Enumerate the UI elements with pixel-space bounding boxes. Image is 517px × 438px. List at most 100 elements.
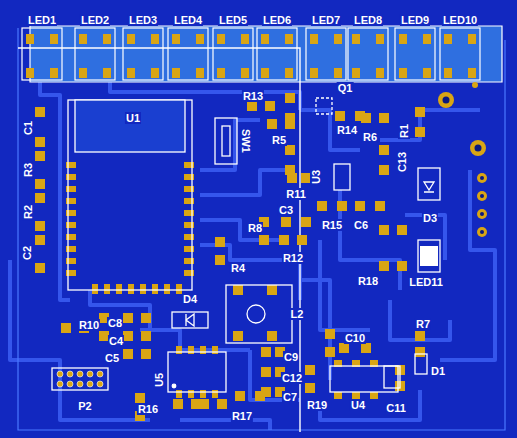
pad: [173, 399, 183, 409]
through-holes: [438, 82, 487, 237]
pad: [196, 68, 204, 78]
pad: [217, 399, 227, 409]
part-label: R17: [231, 410, 253, 422]
pad: [325, 347, 335, 357]
pad: [35, 151, 45, 161]
part-label: R14: [336, 124, 358, 136]
led-outline: [213, 28, 253, 80]
part-label: D3: [422, 212, 438, 224]
part-label: L2: [290, 308, 305, 320]
pad: [361, 113, 371, 123]
pad: [399, 34, 407, 44]
pad: [267, 119, 277, 129]
pad: [375, 201, 385, 211]
led-outline: [306, 28, 346, 80]
pad: [151, 68, 159, 78]
pad: [285, 68, 293, 78]
pad: [116, 284, 122, 294]
pad: [217, 68, 225, 78]
part-label: U5: [153, 372, 165, 388]
pad: [444, 68, 452, 78]
part-label: C12: [281, 372, 303, 384]
pad: [423, 68, 431, 78]
pad: [468, 68, 476, 78]
pad: [334, 68, 342, 78]
part-label: LED9: [400, 14, 430, 26]
pad: [415, 331, 425, 341]
part-label: C6: [353, 219, 369, 231]
silkscreen: [52, 98, 440, 392]
pad: [259, 235, 269, 245]
pad: [352, 68, 360, 78]
pad: [235, 391, 245, 401]
pad: [79, 34, 87, 44]
pad: [379, 113, 389, 123]
part-label: R2: [22, 204, 34, 220]
part-label: C10: [344, 332, 366, 344]
pad: [123, 331, 133, 341]
d4-symbol: [186, 314, 194, 326]
part-label: R8: [247, 222, 263, 234]
d3-outline: [418, 168, 440, 200]
u1-antenna: [75, 100, 185, 152]
sw1-actuator: [222, 126, 230, 156]
part-label: R1: [398, 123, 410, 139]
pad: [261, 347, 271, 357]
led-outline: [257, 28, 297, 80]
pad: [215, 255, 225, 265]
pad: [123, 313, 133, 323]
pad: [35, 137, 45, 147]
pad: [176, 346, 182, 354]
pad: [188, 390, 194, 398]
d3-symbol: [424, 182, 434, 192]
copper-traces: [10, 82, 495, 430]
part-label: LED1: [27, 14, 57, 26]
pad: [127, 68, 135, 78]
pad: [415, 127, 425, 137]
header-pin: [57, 381, 63, 387]
pad: [334, 34, 342, 44]
sw1-outline: [215, 118, 237, 164]
pad: [127, 34, 135, 44]
pad: [188, 346, 194, 354]
header-pin: [57, 371, 63, 377]
pad: [200, 346, 206, 354]
part-label: R4: [230, 262, 246, 274]
led-band: [30, 26, 502, 82]
part-label: U4: [350, 399, 366, 411]
pad: [135, 393, 145, 403]
pad: [212, 346, 218, 354]
pad: [26, 34, 34, 44]
part-label: LED11: [408, 276, 444, 288]
part-label: C9: [283, 351, 299, 363]
part-label: R5: [271, 134, 287, 146]
part-label: R3: [22, 162, 34, 178]
pad: [379, 145, 389, 155]
copper-pads: [26, 34, 476, 421]
pad: [281, 217, 291, 227]
part-label: U3: [310, 169, 322, 185]
pad: [335, 111, 345, 121]
header-pin: [77, 371, 83, 377]
pad: [285, 145, 295, 155]
pad: [35, 263, 45, 273]
pad: [151, 34, 159, 44]
part-label: LED6: [262, 14, 292, 26]
header-pin: [97, 381, 103, 387]
pad: [141, 313, 151, 323]
pad: [255, 391, 265, 401]
part-label: LED2: [80, 14, 110, 26]
pad: [241, 34, 249, 44]
pad: [61, 323, 71, 333]
pad: [325, 329, 335, 339]
pad: [379, 261, 389, 271]
pad: [285, 34, 293, 44]
pad: [370, 392, 378, 399]
pad: [376, 68, 384, 78]
pad: [35, 107, 45, 117]
header-pin: [67, 371, 73, 377]
header-pin: [67, 381, 73, 387]
pad: [140, 284, 146, 294]
pad: [128, 284, 134, 294]
